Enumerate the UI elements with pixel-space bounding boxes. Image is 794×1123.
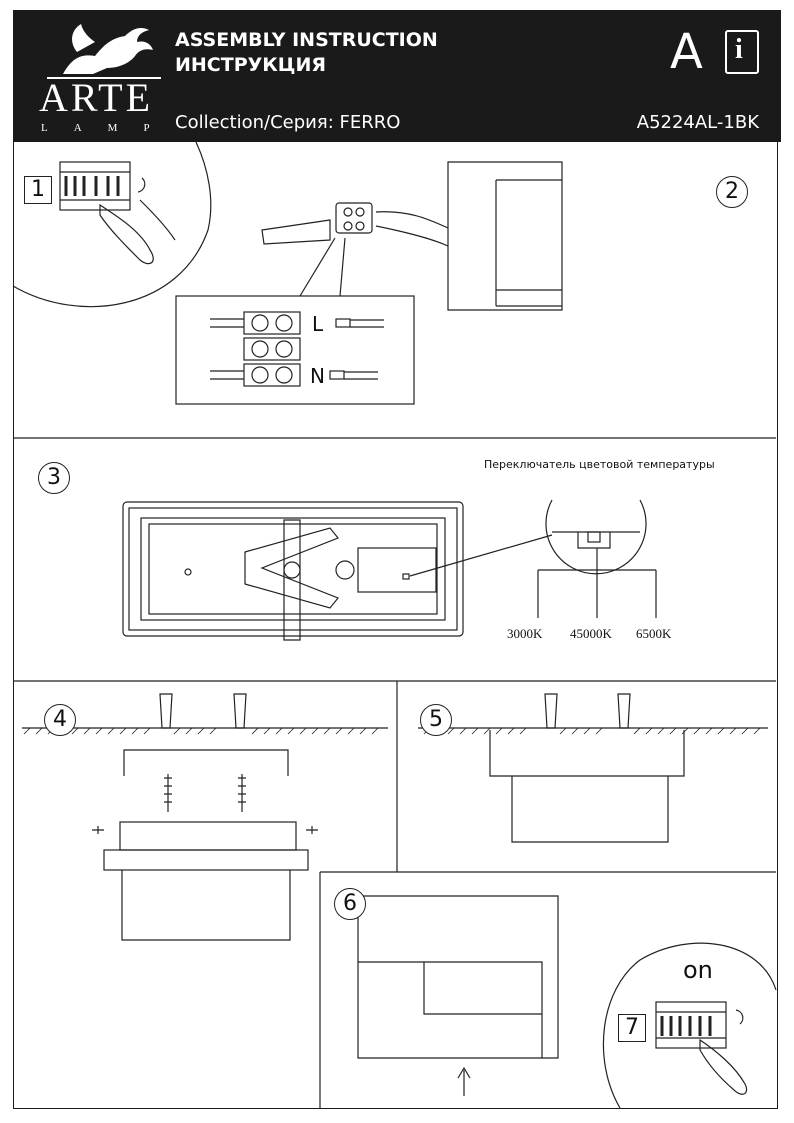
title-block: ASSEMBLY INSTRUCTION ИНСТРУКЦИЯ [175,28,438,78]
neutral-label: N [310,364,325,388]
line-label: L [312,312,324,336]
driver-box [357,547,437,593]
switch-option-3000k: 3000K [507,626,543,641]
arrow-up-icon [457,1066,471,1096]
switch-option-6500k: 6500K [636,626,672,641]
switch-label: Переключатель цветовой температуры [484,458,715,471]
collection-label: Collection/Серия: FERRO [175,112,401,133]
title-en: ASSEMBLY INSTRUCTION [175,29,438,51]
step-7-marker: 7 [618,1014,646,1042]
griffin-logo-icon [47,24,161,79]
screw-icon [238,774,246,812]
wall-plug-icon [159,693,173,729]
switch-option-45000k: 45000K [570,626,612,641]
brand-subtitle: LAMP [41,122,176,134]
hand-icon [99,203,154,265]
terminal-mid [243,337,301,361]
fixture-side-view [357,895,559,1059]
info-letter: i [735,34,743,65]
step-4-marker: 4 [44,704,76,736]
page-frame [13,142,778,1109]
on-label: on [683,956,713,984]
wall-plug-icon [233,693,247,729]
side-screw-icon [92,826,104,834]
step-2-marker: 2 [716,176,748,208]
wiring-detail-box [175,295,415,405]
brand-name: ARTE [39,75,154,120]
step-1-marker: 1 [24,176,52,204]
header-bar: ARTE LAMP ASSEMBLY INSTRUCTION ИНСТРУКЦИ… [13,10,781,142]
terminal-l [210,311,384,335]
document-letter: A [670,24,703,80]
terminal-block-icon [59,161,146,211]
model-number: A5224AL-1BK [636,112,759,133]
connector-icon [335,202,373,234]
terminal-block-on-icon [655,1001,727,1049]
side-screw-icon [306,826,318,834]
screw-icon [164,774,172,812]
info-book-icon: i [725,30,759,74]
step-3-marker: 3 [38,462,70,494]
mounted-fixture [489,730,685,777]
mounting-bracket [244,527,339,609]
terminal-n [210,363,378,387]
fixture-top-view [122,501,464,637]
fixture-body [103,849,309,871]
step-5-marker: 5 [420,704,452,736]
step-6-marker: 6 [334,888,366,920]
title-ru: ИНСТРУКЦИЯ [175,54,326,76]
